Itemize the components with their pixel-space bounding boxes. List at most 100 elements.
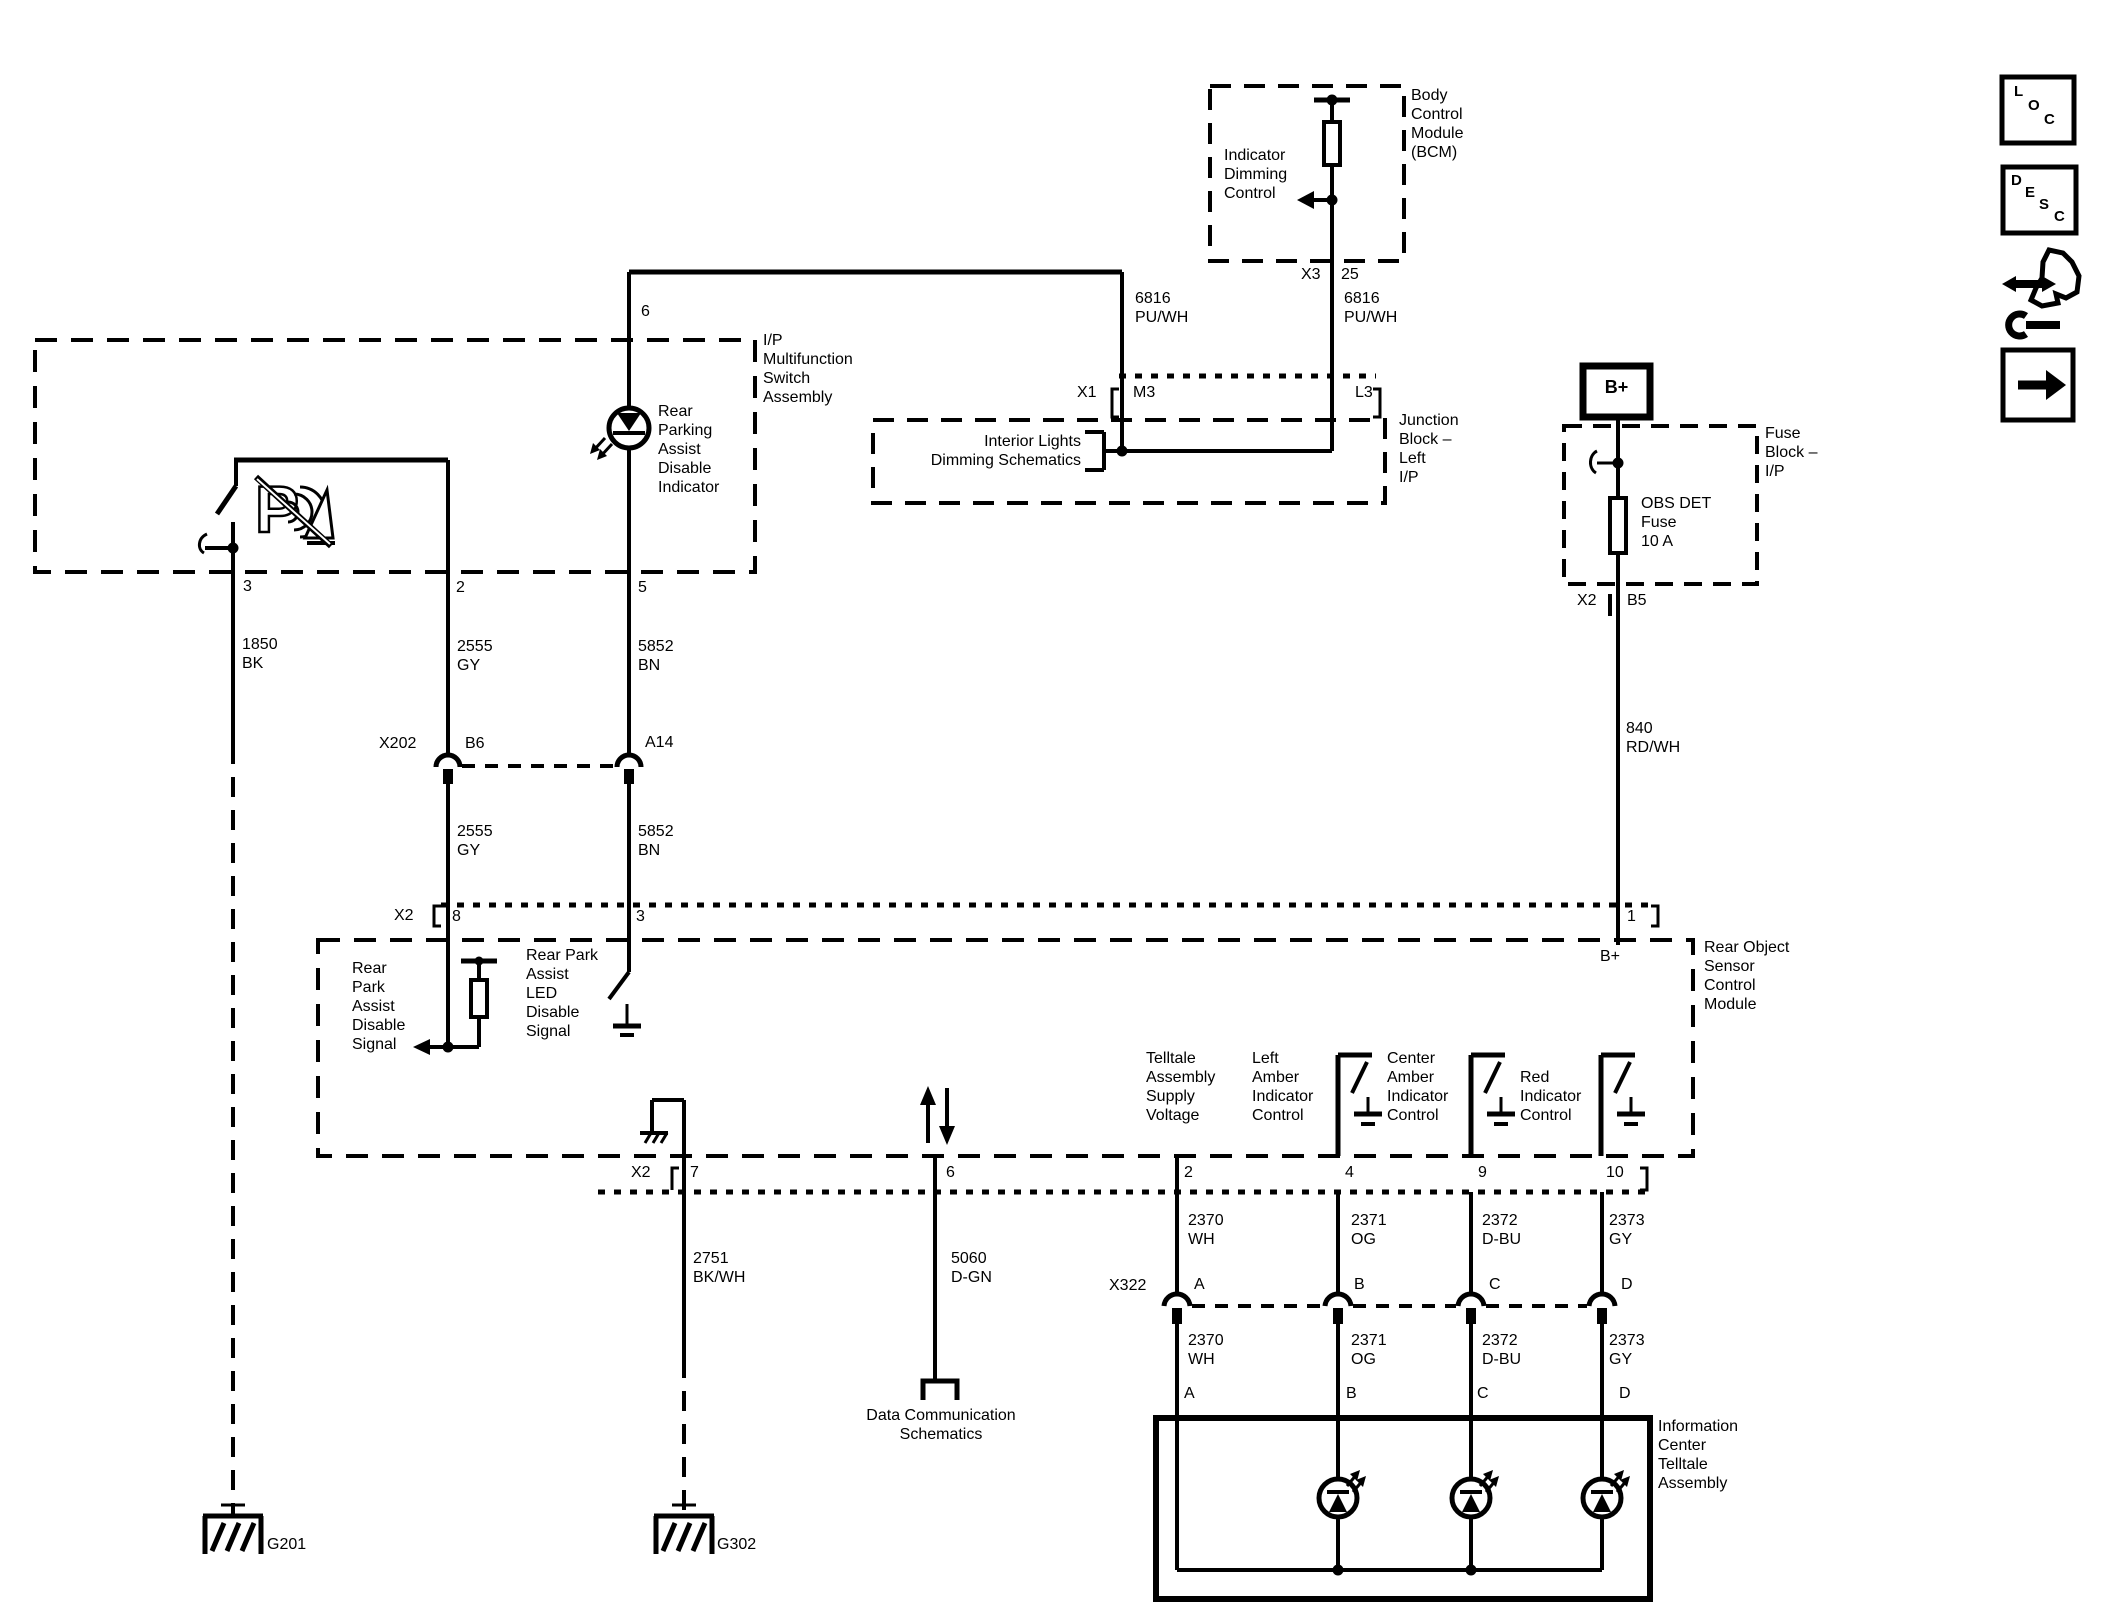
wire-label-2555-b: 2555 GY [457, 823, 493, 859]
loc-icon-letter[interactable]: L [2014, 83, 2024, 100]
wire-label-2372-a: 2372 D-BU [1482, 1212, 1522, 1248]
dimming-control-arrow-icon [1297, 191, 1314, 209]
rear-object-sensor-module-box [316, 938, 1695, 1158]
rosm-pin-1: 1 [1627, 908, 1636, 925]
serial-data-arrows-icon [920, 1086, 955, 1192]
rosm-b-plus-label: B+ [1600, 948, 1621, 965]
wire-label-5060: 5060 D-GN [951, 1250, 992, 1286]
park-assist-off-icon: P [254, 471, 335, 549]
junction-block-box [871, 418, 1387, 505]
fuse-connector-x2: X2 [1577, 592, 1597, 609]
forward-arrow-icon[interactable] [2000, 347, 2076, 423]
wire-label-2371-b: 2371 OG [1351, 1332, 1387, 1368]
rosm-led-disable-switch [607, 970, 641, 1037]
wire-label-5852-b: 5852 BN [638, 823, 674, 859]
telltale-assembly-box [1153, 1415, 1653, 1602]
telltale-led-icon [1580, 1470, 1630, 1520]
wire-5852 [614, 752, 644, 972]
wire-840-fuse [1589, 417, 1628, 945]
x322-pin-a-top: A [1194, 1276, 1205, 1293]
connector-x202-label: X202 [379, 735, 417, 752]
rosm-label: Rear Object Sensor Control Module [1704, 939, 1790, 1013]
obs-det-fuse-label: OBS DET Fuse 10 A [1641, 495, 1712, 550]
wire-label-2555-a: 2555 GY [457, 638, 493, 674]
wire-label-840: 840 RD/WH [1626, 720, 1681, 756]
rosm-pin-2: 2 [1184, 1164, 1193, 1181]
ip-pin-6: 6 [641, 303, 650, 320]
obs-det-fuse-icon [1608, 496, 1628, 555]
fuse-block-box [1562, 424, 1759, 586]
junction-pin-m3: M3 [1133, 384, 1156, 401]
telltale-assembly-label: Information Center Telltale Assembly [1658, 1418, 1739, 1492]
rosm-left-amber-label: Left Amber Indicator Control [1252, 1050, 1314, 1124]
rosm-pin-4: 4 [1345, 1164, 1354, 1181]
rosm-disable-signal-label: Rear Park Assist Disable Signal [352, 960, 406, 1053]
loc-icon-letter[interactable]: O [2028, 97, 2040, 114]
rosm-telltale-supply-label: Telltale Assembly Supply Voltage [1146, 1050, 1216, 1124]
wire-label-6816-left: 6816 PU/WH [1135, 290, 1189, 326]
rosm-pin-9: 9 [1478, 1164, 1487, 1181]
junction-pin-l3: L3 [1355, 384, 1373, 401]
bcm-label: Body Control Module (BCM) [1411, 87, 1464, 161]
rosm-pin-10: 10 [1606, 1164, 1624, 1181]
fuse-pin-b5: B5 [1627, 592, 1647, 609]
bcm-connector-id: X3 [1301, 266, 1321, 283]
bcm-dimming-resistor [1297, 94, 1350, 261]
wire-label-2751: 2751 BK/WH [693, 1250, 746, 1286]
ip-switch-assembly-label: I/P Multifunction Switch Assembly [763, 332, 853, 406]
disable-signal-arrow-icon [413, 1039, 430, 1055]
wire-label-2373-a: 2373 GY [1609, 1212, 1645, 1248]
park-assist-disable-switch [198, 457, 448, 572]
telltale-pin-c: C [1477, 1385, 1489, 1402]
wire-label-2370-b: 2370 WH [1188, 1332, 1224, 1368]
wire-2555 [433, 460, 463, 1047]
ip-multifunction-switch-box [33, 338, 757, 574]
ip-pin-2: 2 [456, 579, 465, 596]
desc-icon-letter[interactable]: D [2011, 172, 2022, 189]
ground-g201-label: G201 [267, 1536, 307, 1553]
desc-icon-letter[interactable]: E [2025, 184, 2036, 201]
rosm-connector-x2-top: X2 [394, 907, 414, 924]
schematic-navigation-icon[interactable] [2002, 247, 2082, 340]
wire-6816-bus [627, 261, 1334, 457]
data-comm-ref-label: Data Communication Schematics [866, 1407, 1016, 1443]
connector-pin-b6: B6 [465, 735, 485, 752]
rosm-center-amber-label: Center Amber Indicator Control [1387, 1050, 1449, 1124]
bcm-indicator-dimming-label: Indicator Dimming Control [1224, 147, 1288, 202]
connector-x322 [1161, 1192, 1618, 1418]
desc-icon-letter[interactable]: S [2039, 196, 2050, 213]
wire-label-6816-right: 6816 PU/WH [1344, 290, 1398, 326]
telltale-led-icon [1316, 1470, 1366, 1520]
interior-lights-ref-bracket [1085, 430, 1122, 472]
loc-icon[interactable] [1999, 74, 2077, 146]
x322-pin-c-top: C [1489, 1276, 1501, 1293]
telltale-leds [1175, 1418, 1630, 1576]
rear-parking-assist-led-icon [590, 405, 652, 755]
desc-icon[interactable] [2000, 164, 2079, 236]
rosm-disable-signal-circuit [413, 956, 497, 1055]
rosm-output-drivers [1175, 1052, 1645, 1192]
wire-label-2372-b: 2372 D-BU [1482, 1332, 1522, 1368]
rosm-pin-7: 7 [690, 1164, 699, 1181]
rosm-red-indicator-label: Red Indicator Control [1520, 1069, 1582, 1124]
ip-pin-3: 3 [243, 578, 252, 595]
telltale-pin-b: B [1346, 1385, 1357, 1402]
rosm-pin-6: 6 [946, 1164, 955, 1181]
telltale-pin-d: D [1619, 1385, 1631, 1402]
interior-lights-ref-label: Interior Lights Dimming Schematics [930, 433, 1081, 469]
connector-x322-label: X322 [1109, 1277, 1147, 1294]
b-plus-terminal-label: B+ [1604, 377, 1629, 397]
ground-g302-label: G302 [717, 1536, 757, 1553]
junction-connector-x1: X1 [1077, 384, 1097, 401]
wire-label-5852-a: 5852 BN [638, 638, 674, 674]
connector-pin-a14: A14 [645, 734, 674, 751]
bcm-box [1208, 84, 1406, 263]
loc-icon-letter[interactable]: C [2044, 111, 2055, 128]
desc-icon-letter[interactable]: C [2054, 208, 2065, 225]
ip-pin-5: 5 [638, 579, 647, 596]
wire-1850-ground [202, 572, 264, 1554]
telltale-led-icon [1449, 1470, 1499, 1520]
wire-label-1850: 1850 BK [242, 636, 278, 672]
